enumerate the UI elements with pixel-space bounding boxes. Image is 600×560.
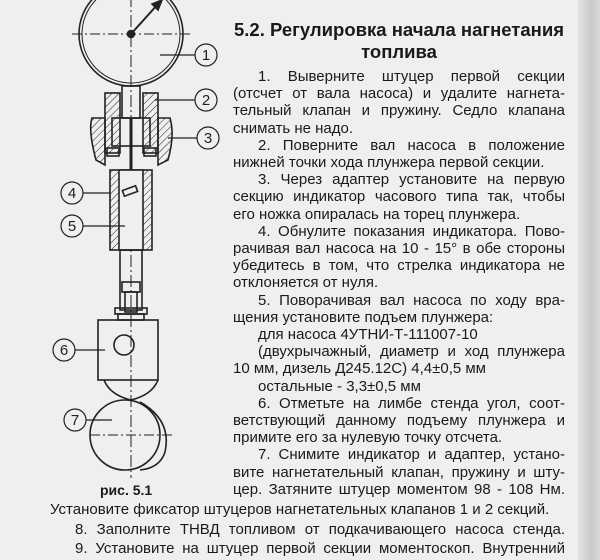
figure-dial-indicator-diagram: 1 2 3 4 5 6 7	[52, 0, 220, 478]
callout-2: 2	[202, 92, 210, 109]
text-line: 9. Установите на штуцер первой секции мо…	[75, 540, 565, 557]
text-line: щения установите подъем плунжера:	[233, 308, 494, 326]
text-line: 6. Отметьте на лимбе стенда угол, соот-	[258, 394, 565, 412]
cam	[89, 399, 175, 471]
text-line: для насоса 4УТНИ-Т-111007-10	[258, 326, 478, 343]
text-line: 3. Через адаптер установите на первую	[258, 171, 565, 189]
text-line: 10 мм, дизель Д245.12С) 4,4±0,5 мм	[233, 360, 486, 378]
section-title-line-1: 5.2. Регулировка начала нагнетания	[234, 19, 564, 40]
text-line: остальные - 3,3±0,5 мм	[258, 377, 421, 395]
text-line: вите нагнетательный клапан, пружину и шт…	[233, 463, 565, 481]
page-edge-shadow	[578, 0, 600, 560]
text-line: примите его за нулевую точку отсчета.	[233, 429, 503, 447]
text-line: ветствующий данному подъему плунжера и	[233, 412, 565, 429]
text-line: (двухрычажный, диаметр и ход плунжера	[258, 343, 565, 361]
text-line: секцию индикатор часового типа так, чтоб…	[233, 188, 565, 206]
figure-caption: рис. 5.1	[100, 482, 153, 498]
text-line: 1. Выверните штуцер первой секции	[258, 68, 565, 85]
figure-callouts	[52, 43, 220, 432]
text-line: 7. Снимите индикатор и адаптер, устано-	[258, 446, 565, 464]
text-line: отклоняется от нуля.	[233, 274, 379, 292]
callout-1: 1	[202, 47, 210, 64]
text-line: рачивая вал насоса на 10 - 15° в обе сто…	[233, 240, 565, 257]
text-line: Установите фиксатор штуцеров нагнетатель…	[50, 501, 550, 518]
callout-7: 7	[71, 412, 79, 429]
text-line: цер. Затяните штуцер моментом 98 - 108 Н…	[233, 480, 565, 498]
adapter-body	[89, 85, 173, 401]
text-line: (отсчет от вала насоса) и удалите нагнет…	[233, 85, 565, 103]
text-line: 4. Обнулите показания индикатора. Пово-	[258, 222, 565, 240]
text-line: 2. Поверните вал насоса в положение	[258, 136, 565, 154]
callout-3: 3	[204, 130, 212, 147]
text-line: 8. Заполните ТНВД топливом от подкачиваю…	[75, 520, 565, 538]
text-line: нижней точки хода плунжера первой секции…	[233, 154, 545, 171]
text-line: 5. Поворачивая вал насоса по ходу вра-	[258, 291, 565, 309]
text-line: его ножка опиралась на торец плунжера.	[233, 205, 521, 223]
callout-4: 4	[68, 185, 76, 202]
text-line: убедитесь в том, что стрелка индикатора …	[233, 257, 565, 275]
section-title-line-2: топлива	[361, 41, 437, 62]
callout-6: 6	[60, 342, 68, 359]
text-line: тельный клапан и пружину. Седло клапана	[233, 102, 565, 120]
callout-5: 5	[68, 218, 76, 235]
callout-numbers: 1 2 3 4 5 6 7	[60, 47, 212, 429]
text-line: снимать не надо.	[233, 119, 354, 137]
